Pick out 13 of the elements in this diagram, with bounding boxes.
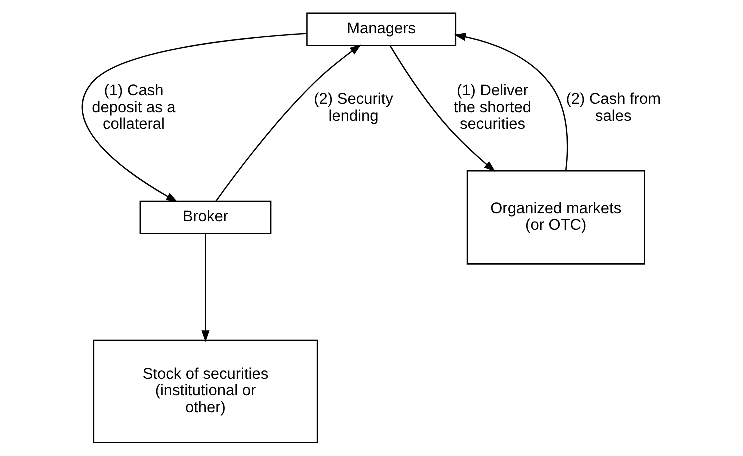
node-box: Stock of securities (institutional or other) — [93, 340, 318, 444]
arrow — [216, 44, 362, 202]
edge-label: (1) Cash deposit as a collateral — [92, 82, 176, 134]
arrow — [454, 33, 568, 171]
node-box: Organized markets (or OTC) — [466, 170, 646, 265]
arrow — [390, 45, 496, 172]
arrow — [82, 33, 308, 202]
edge-label: (2) Security lending — [314, 91, 394, 125]
node-box: Managers — [306, 12, 457, 46]
node-box: Broker — [140, 200, 272, 234]
arrow — [202, 234, 210, 342]
edge-label: (1) Deliver the shorted securities — [454, 82, 532, 134]
edge-label: (2) Cash from sales — [566, 91, 662, 125]
